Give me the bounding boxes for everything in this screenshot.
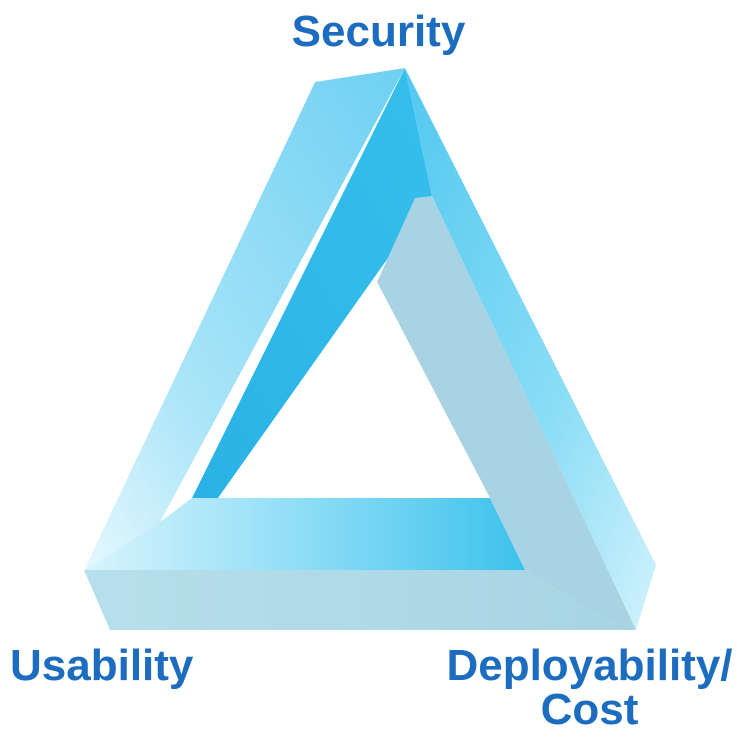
label-deployability-cost: Deployability/ Cost	[432, 644, 747, 732]
bottom-front-face	[84, 570, 636, 630]
bottom-top-face	[84, 498, 525, 570]
left-inner-face	[192, 68, 432, 498]
label-security: Security	[291, 7, 466, 56]
left-outer-face	[84, 68, 405, 570]
label-deployability: Deployability/	[446, 641, 733, 690]
label-cost: Cost	[540, 685, 639, 734]
right-inner-face	[377, 196, 636, 630]
inner-hole	[276, 282, 490, 498]
label-usability: Usability	[10, 641, 194, 690]
right-face	[405, 68, 656, 630]
